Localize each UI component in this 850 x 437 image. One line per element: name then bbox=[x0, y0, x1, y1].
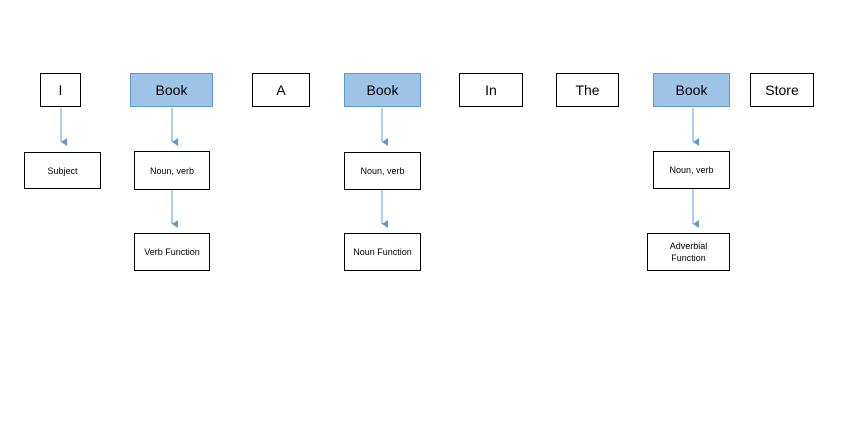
book2-pos-box: Noun, verb bbox=[344, 152, 421, 190]
word-book-1: Book bbox=[130, 73, 213, 107]
word-in: In bbox=[459, 73, 523, 107]
book2-function-box: Noun Function bbox=[344, 233, 421, 271]
book3-function-line1: Adverbial bbox=[669, 241, 708, 251]
subject-label-box: Subject bbox=[24, 152, 101, 189]
book3-pos-box: Noun, verb bbox=[653, 151, 730, 189]
word-store: Store bbox=[750, 73, 814, 107]
word-book-3: Book bbox=[653, 73, 730, 107]
word-the: The bbox=[556, 73, 619, 107]
word-a: A bbox=[252, 73, 310, 107]
book3-function-line2: Function bbox=[671, 253, 706, 263]
book3-function-box: Adverbial Function bbox=[647, 233, 730, 271]
word-book-2: Book bbox=[344, 73, 421, 107]
book1-pos-box: Noun, verb bbox=[134, 151, 210, 190]
book1-function-box: Verb Function bbox=[134, 233, 210, 271]
word-i: I bbox=[40, 73, 81, 107]
